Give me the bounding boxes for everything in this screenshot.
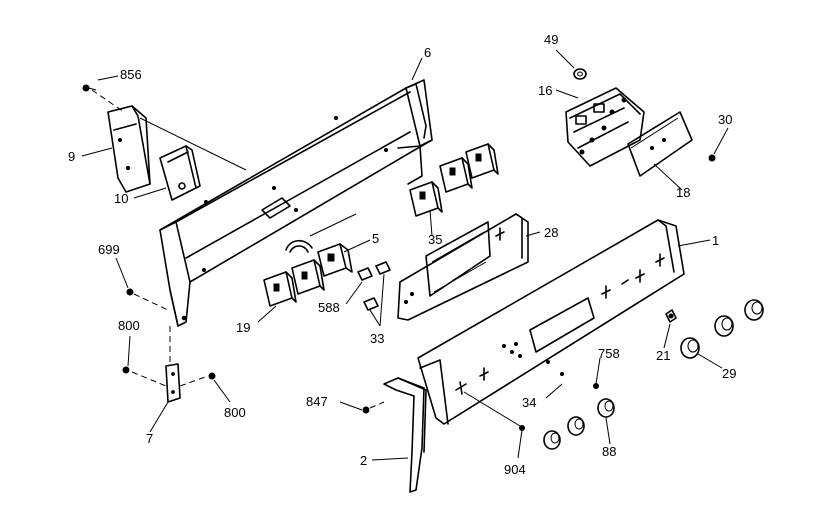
screw-30 [708, 154, 716, 162]
label-88: 88 [602, 444, 616, 459]
label-29: 29 [722, 366, 736, 381]
screw-856 [82, 84, 97, 92]
part-88-knobs [543, 398, 615, 450]
part-18-faceplate [627, 111, 693, 177]
label-16: 16 [538, 83, 552, 98]
label-19: 19 [236, 320, 250, 335]
part-29-knobs [680, 299, 764, 359]
part-35-switches [409, 143, 499, 217]
label-10: 10 [114, 191, 128, 206]
part-28-insert [397, 213, 529, 321]
label-49: 49 [544, 32, 558, 47]
label-28: 28 [544, 225, 558, 240]
label-2: 2 [360, 453, 367, 468]
label-33: 33 [370, 331, 384, 346]
label-758: 758 [598, 346, 620, 361]
label-9: 9 [68, 149, 75, 164]
part-6-back-panel [159, 79, 433, 327]
part-9-bracket [107, 105, 151, 193]
part-10-bracket [159, 145, 201, 201]
label-699: 699 [98, 242, 120, 257]
screws [122, 288, 599, 431]
label-18: 18 [676, 185, 690, 200]
label-21: 21 [656, 348, 670, 363]
part-49-nut [573, 68, 587, 80]
part-5-switch [285, 213, 357, 277]
label-904: 904 [504, 462, 526, 477]
label-800-bottom: 800 [224, 405, 246, 420]
part-21-knob [665, 309, 677, 323]
label-6: 6 [424, 45, 431, 60]
part-19-switches [263, 259, 325, 307]
part-labels: 856 9 10 6 49 16 30 18 699 5 35 28 1 588… [68, 32, 736, 477]
label-856: 856 [120, 67, 142, 82]
label-30: 30 [718, 112, 732, 127]
label-34: 34 [522, 395, 536, 410]
part-16-clock-module [565, 87, 645, 167]
label-1: 1 [712, 233, 719, 248]
part-2-end-trim [383, 377, 427, 493]
label-588: 588 [318, 300, 340, 315]
label-800-top: 800 [118, 318, 140, 333]
label-847: 847 [306, 394, 328, 409]
label-5: 5 [372, 231, 379, 246]
part-7-bracket [165, 363, 181, 403]
label-35: 35 [428, 232, 442, 247]
leader-lines [81, 49, 729, 461]
part-33-clips [357, 261, 391, 311]
label-7: 7 [146, 431, 153, 446]
part-1-control-panel [417, 219, 685, 425]
